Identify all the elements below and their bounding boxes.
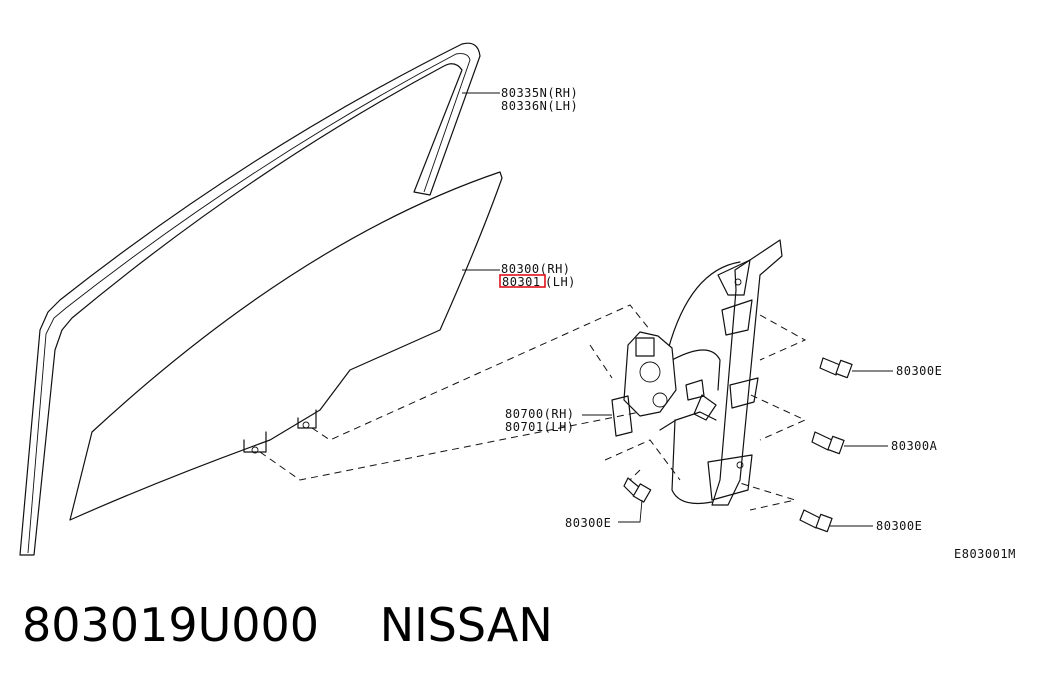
part-number: 803019U000 — [22, 598, 320, 652]
callout-regulator-lh: 80701(LH) — [505, 420, 575, 434]
callout-regulator-rh: 80700(RH) — [505, 407, 575, 421]
door-glass — [69, 171, 503, 521]
callout-glass-lh-side: (LH) — [545, 275, 576, 289]
callout-bolt-lower-left: 80300E — [565, 516, 611, 530]
callout-bolt-upper-right: 80300E — [896, 364, 942, 378]
callout-run-channel-rh: 80335N(RH) — [501, 86, 578, 100]
callout-bolt-lower-right: 80300E — [876, 519, 922, 533]
brand-name: NISSAN — [379, 598, 553, 652]
glass-run-channel — [19, 42, 481, 556]
window-regulator — [611, 239, 783, 506]
callout-glass-rh: 80300(RH) — [501, 262, 571, 276]
callout-glass-lh-part: 80301 — [502, 275, 541, 289]
bolt-middle-right — [811, 431, 845, 455]
bolt-lower-left — [623, 477, 652, 503]
parts-diagram: 80335N(RH) 80336N(LH) 80300(RH) 80301 (L… — [19, 42, 1016, 561]
leader-lines — [462, 92, 893, 527]
guide-lines — [259, 304, 807, 511]
part-caption: 803019U000 NISSAN — [22, 598, 553, 652]
callout-run-channel-lh: 80336N(LH) — [501, 99, 578, 113]
callout-bolt-middle-right: 80300A — [891, 439, 938, 453]
highlight-box — [499, 274, 546, 288]
figure-code: E803001M — [954, 547, 1016, 561]
bolt-upper-right — [819, 357, 853, 379]
bolt-lower-right — [799, 509, 833, 533]
